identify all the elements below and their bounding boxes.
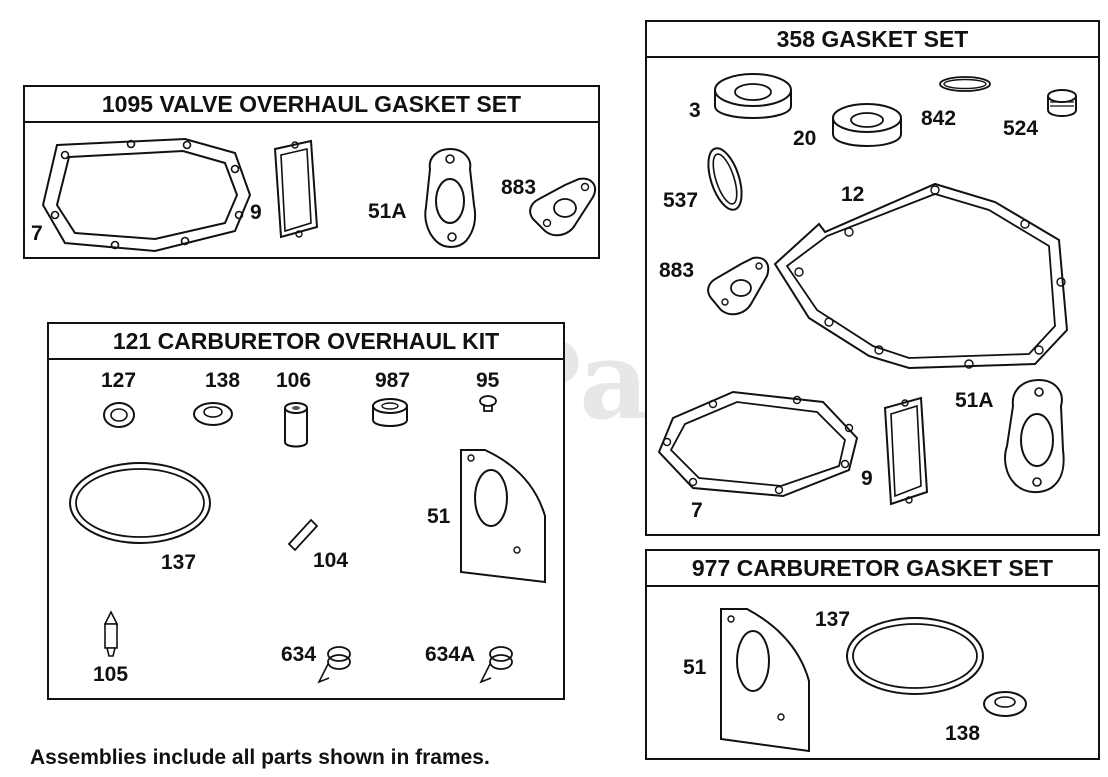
part-label: 883 xyxy=(659,259,695,282)
part-label: 883 xyxy=(501,176,537,199)
o-ring-part[interactable] xyxy=(937,74,993,94)
carburetor-mounting-gasket-part[interactable] xyxy=(715,605,815,755)
spring-part[interactable] xyxy=(477,642,517,686)
part-label: 138 xyxy=(945,722,981,745)
part-label: 127 xyxy=(101,369,137,392)
float-bowl-gasket-part[interactable] xyxy=(843,613,987,699)
part-label: 51A xyxy=(368,200,407,223)
part-label: 9 xyxy=(250,201,262,224)
part-label: 51 xyxy=(427,505,451,528)
part-label: 137 xyxy=(815,608,851,631)
intake-gasket-part[interactable] xyxy=(420,145,480,249)
pin-part[interactable] xyxy=(285,518,321,554)
part-label: 12 xyxy=(841,183,865,206)
float-bowl-gasket-part[interactable] xyxy=(65,458,215,548)
part-label: 7 xyxy=(31,222,43,245)
part-label: 95 xyxy=(476,369,500,392)
bushing-part[interactable] xyxy=(369,396,411,430)
oil-seal-part[interactable] xyxy=(829,100,905,156)
o-ring-part[interactable] xyxy=(703,144,747,214)
part-label: 51A xyxy=(955,389,994,412)
exhaust-gasket-part[interactable] xyxy=(525,173,601,239)
seal-ring-part[interactable] xyxy=(191,400,235,428)
frame-title: 977 CARBURETOR GASKET SET xyxy=(647,551,1098,587)
exhaust-gasket-part[interactable] xyxy=(705,254,773,318)
frame-title: 1095 VALVE OVERHAUL GASKET SET xyxy=(25,87,598,123)
part-label: 987 xyxy=(375,369,411,392)
oil-fill-plug-part[interactable] xyxy=(1042,88,1082,122)
breather-gasket-part[interactable] xyxy=(877,394,933,512)
part-label: 524 xyxy=(1003,117,1039,140)
frame-carburetor-overhaul-kit: 121 CARBURETOR OVERHAUL KIT 127 138 106 … xyxy=(47,322,565,700)
part-label: 537 xyxy=(663,189,699,212)
part-label: 9 xyxy=(861,467,873,490)
part-label: 137 xyxy=(161,551,197,574)
frame-gasket-set: 358 GASKET SET 3 20 842 524 537 12 xyxy=(645,20,1100,536)
part-label: 105 xyxy=(93,663,129,686)
intake-gasket-part[interactable] xyxy=(999,376,1075,496)
seal-ring-part[interactable] xyxy=(981,689,1029,719)
oil-seal-part[interactable] xyxy=(711,70,795,130)
sleeve-part[interactable] xyxy=(279,400,313,450)
frame-carburetor-gasket-set: 977 CARBURETOR GASKET SET 51 137 138 xyxy=(645,549,1100,760)
screw-part[interactable] xyxy=(477,394,499,414)
part-label: 3 xyxy=(689,99,701,122)
inlet-needle-part[interactable] xyxy=(99,610,123,658)
part-label: 634 xyxy=(281,643,317,666)
part-label: 20 xyxy=(793,127,817,150)
part-label: 51 xyxy=(683,656,707,679)
frame-title: 358 GASKET SET xyxy=(647,22,1098,58)
part-label: 842 xyxy=(921,107,957,130)
footer-note: Assemblies include all parts shown in fr… xyxy=(30,746,490,769)
washer-part[interactable] xyxy=(101,400,137,430)
crankcase-gasket-part[interactable] xyxy=(759,180,1079,380)
part-label: 106 xyxy=(276,369,312,392)
carburetor-mounting-gasket-part[interactable] xyxy=(455,446,551,586)
breather-gasket-part[interactable] xyxy=(265,137,321,247)
frame-valve-overhaul-gasket-set: 1095 VALVE OVERHAUL GASKET SET 7 9 51A 8… xyxy=(23,85,600,259)
part-label: 7 xyxy=(691,499,703,522)
part-label: 138 xyxy=(205,369,241,392)
part-label: 634A xyxy=(425,643,476,666)
spring-part[interactable] xyxy=(315,642,355,686)
part-label: 104 xyxy=(313,549,349,572)
frame-title: 121 CARBURETOR OVERHAUL KIT xyxy=(49,324,563,360)
cylinder-head-gasket-part[interactable] xyxy=(35,135,265,255)
cylinder-head-gasket-part[interactable] xyxy=(653,388,863,500)
